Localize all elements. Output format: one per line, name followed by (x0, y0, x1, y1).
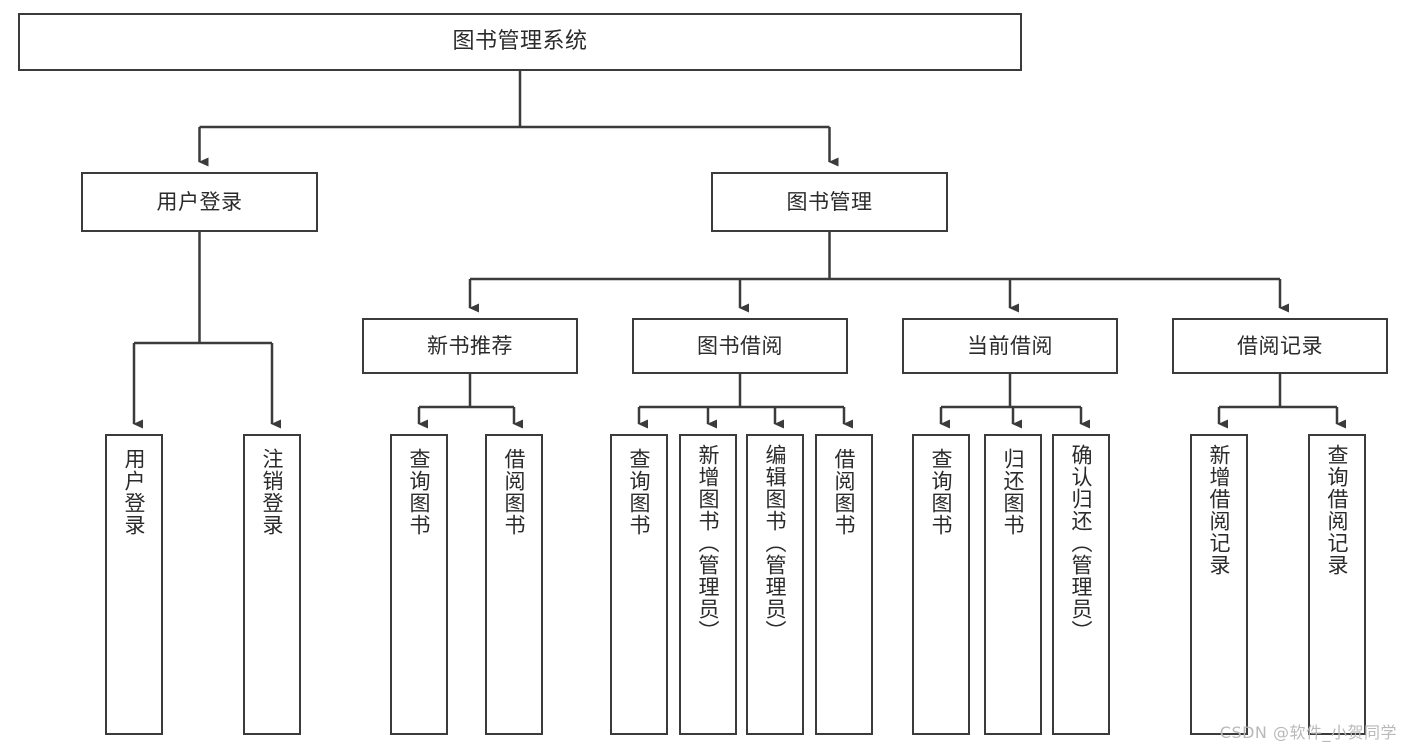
node-leaf-query-record[interactable]: 查询借阅记录 (1308, 434, 1366, 735)
node-current-borrow[interactable]: 当前借阅 (902, 318, 1118, 374)
node-label-leaf-return-book: 归还图书 (1001, 448, 1026, 536)
node-leaf-query-book-2[interactable]: 查询图书 (610, 434, 668, 735)
node-label-leaf-user-login: 用户登录 (122, 448, 147, 536)
node-leaf-query-book-3[interactable]: 查询图书 (912, 434, 970, 735)
node-label-leaf-logout: 注销登录 (260, 448, 285, 536)
node-label-leaf-query-book-3: 查询图书 (929, 448, 954, 536)
node-label-root: 图书管理系统 (452, 29, 588, 55)
node-label-current-borrow: 当前借阅 (967, 333, 1053, 358)
node-label-leaf-add-record: 新增借阅记录 (1207, 444, 1232, 576)
node-label-leaf-borrow-book-2: 借阅图书 (832, 448, 857, 536)
node-leaf-borrow-book-2[interactable]: 借阅图书 (815, 434, 873, 735)
node-leaf-user-login[interactable]: 用户登录 (105, 434, 163, 735)
node-label-book-borrow: 图书借阅 (697, 333, 783, 358)
node-label-leaf-edit-book: 编辑图书（管理员） (763, 444, 788, 642)
node-label-borrow-record: 借阅记录 (1237, 333, 1323, 358)
node-leaf-return-book[interactable]: 归还图书 (984, 434, 1042, 735)
node-label-leaf-query-record: 查询借阅记录 (1325, 444, 1350, 576)
node-root[interactable]: 图书管理系统 (18, 13, 1022, 71)
node-leaf-logout[interactable]: 注销登录 (243, 434, 301, 735)
node-label-leaf-borrow-book-1: 借阅图书 (502, 448, 527, 536)
node-label-leaf-add-book: 新增图书（管理员） (696, 444, 721, 642)
node-label-book-manage: 图书管理 (786, 189, 873, 214)
node-leaf-add-book[interactable]: 新增图书（管理员） (679, 434, 737, 735)
node-user-login[interactable]: 用户登录 (81, 172, 318, 232)
node-label-leaf-query-book-1: 查询图书 (407, 448, 432, 536)
node-leaf-add-record[interactable]: 新增借阅记录 (1190, 434, 1248, 735)
node-label-new-book-rec: 新书推荐 (427, 333, 513, 358)
node-label-leaf-confirm-return: 确认归还（管理员） (1069, 444, 1094, 642)
node-leaf-query-book-1[interactable]: 查询图书 (390, 434, 448, 735)
node-label-user-login: 用户登录 (156, 189, 243, 214)
node-new-book-rec[interactable]: 新书推荐 (362, 318, 578, 374)
node-book-borrow[interactable]: 图书借阅 (632, 318, 848, 374)
node-book-manage[interactable]: 图书管理 (711, 172, 948, 232)
node-leaf-borrow-book-1[interactable]: 借阅图书 (485, 434, 543, 735)
node-label-leaf-query-book-2: 查询图书 (627, 448, 652, 536)
node-borrow-record[interactable]: 借阅记录 (1172, 318, 1388, 374)
node-leaf-confirm-return[interactable]: 确认归还（管理员） (1052, 434, 1110, 735)
csdn-watermark: CSDN @软件_小贺同学 (1219, 723, 1397, 742)
node-leaf-edit-book[interactable]: 编辑图书（管理员） (746, 434, 804, 735)
